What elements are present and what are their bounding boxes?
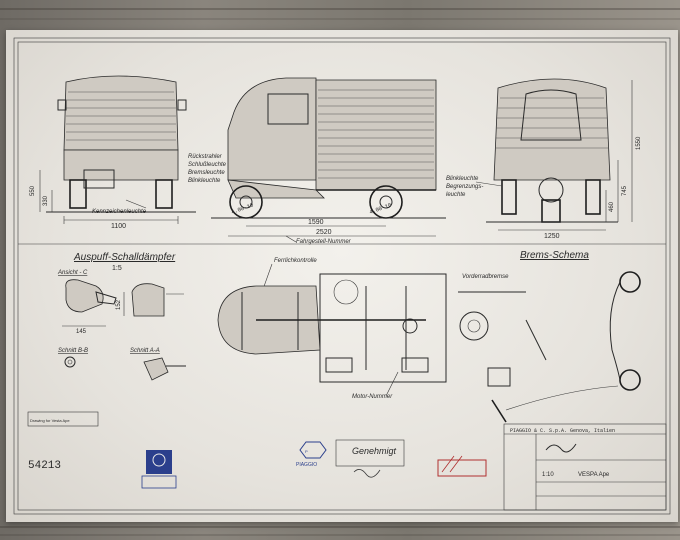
drawing-frame	[13, 37, 671, 515]
rear-height-dim-1: 550	[30, 185, 36, 196]
signature	[353, 469, 381, 478]
front-brake-label: Vorderradbremse	[462, 274, 509, 280]
company-name: PIAGGIO & C. S.p.A. Genova, Italien	[510, 428, 615, 434]
rear-label-tail: Schlußleuchte	[188, 162, 227, 168]
length-dim: 2520	[316, 229, 332, 236]
rear-width-dim: 1100	[111, 223, 126, 230]
blueprint-sheet: 1100 550 330 Kennzeichenleuchte 4.00-10 …	[6, 30, 678, 522]
model-name: VESPA Ape	[578, 472, 610, 478]
exhaust-title: Auspuff-Schalldämpfer	[73, 252, 176, 263]
front-label-marker-1: Begrenzungs-	[446, 184, 483, 190]
exhaust-dim-2: 152	[116, 299, 122, 310]
drawing-scale: 1:10	[542, 472, 554, 478]
drawing-inner-frame	[17, 41, 667, 511]
section-aa-label: Schnitt A-A	[130, 348, 160, 354]
rear-view: 1100 550 330 Kennzeichenleuchte	[30, 75, 196, 230]
red-stamp	[437, 459, 487, 477]
front-label-marker-2: leuchte	[446, 192, 466, 198]
front-view: 1250 1550 745 460 Blinkleuchte Begrenzun…	[446, 78, 642, 240]
brand-name: PIAGGIO	[296, 462, 317, 468]
brake-scheme: Brems-Schema Vorderradbremse	[458, 250, 641, 423]
front-label-indicator: Blinkleuchte	[446, 176, 479, 182]
title-block: Drawing for Vesta Ape 54213 P PIAGGIO Ge…	[27, 411, 667, 511]
chassis-plan: Ferrlichkontrolle Motor-Nummer	[217, 258, 447, 400]
brake-scheme-title: Brems-Schema	[520, 250, 589, 261]
approved-stamp-text: Genehmigt	[352, 446, 397, 456]
view-c-label: Ansicht - C	[57, 270, 88, 276]
chassis-number-label: Fahrgestell-Nummer	[296, 239, 352, 245]
tyre-size-left: 4.00-10	[230, 201, 254, 215]
side-view: 4.00-10 4.00-10 1590 2520 Fahrgestell-Nu…	[188, 77, 446, 245]
drawing-number: 54213	[28, 460, 61, 472]
plate-light-label: Kennzeichenleuchte	[92, 209, 147, 215]
wheelbase-dim: 1590	[308, 219, 324, 226]
height-dim: 1550	[636, 136, 642, 150]
fuel-check-label: Ferrlichkontrolle	[274, 258, 317, 264]
exhaust-scale: 1:5	[112, 265, 122, 272]
front-height-dim-2: 460	[609, 201, 615, 212]
section-bb-label: Schnitt B-B	[58, 348, 88, 354]
svg-text:P: P	[305, 449, 308, 454]
front-width-dim: 1250	[544, 233, 560, 240]
exhaust-dim: 145	[76, 329, 87, 335]
exhaust-section: Auspuff-Schalldämpfer 1:5 Ansicht - C 14…	[57, 252, 186, 381]
rear-label-indicator: Blinkleuchte	[188, 178, 221, 184]
rear-label-reflector: Rückstrahler	[188, 154, 223, 160]
title-box	[503, 423, 667, 511]
rear-label-brake: Bremsleuchte	[188, 170, 225, 176]
title-signature	[545, 443, 577, 453]
blueprint-drawing: 1100 550 330 Kennzeichenleuchte 4.00-10 …	[13, 37, 671, 515]
rear-height-dim-2: 330	[43, 195, 49, 206]
small-notes-text: Drawing for Vesta Ape	[30, 418, 70, 423]
motor-number-label: Motor-Nummer	[352, 394, 393, 400]
front-height-dim-1: 745	[622, 185, 628, 196]
notes-box	[27, 411, 99, 427]
rear-lights-labels: Rückstrahler Schlußleuchte Bremsleuchte …	[188, 154, 227, 184]
piaggio-logo: P PIAGGIO	[296, 441, 327, 468]
